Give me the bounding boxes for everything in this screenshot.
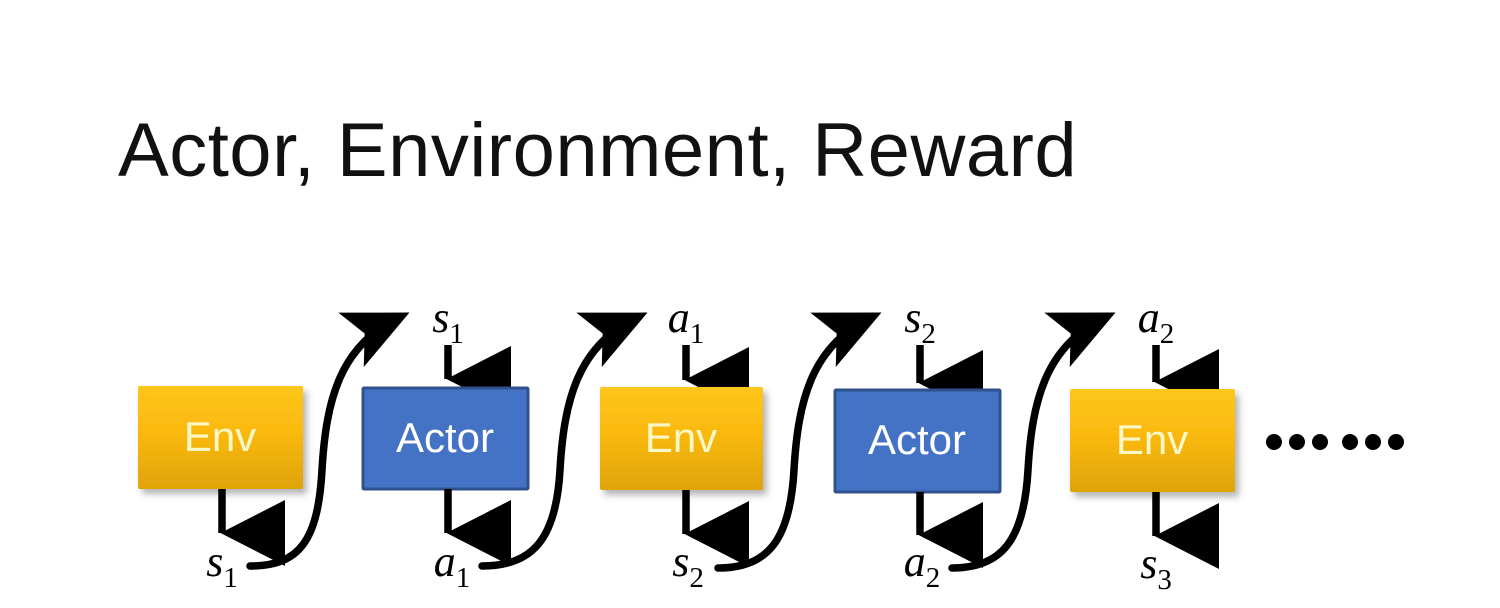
connector-a2-to-a2 (948, 312, 1116, 572)
top-label-a2: a2 (1138, 293, 1175, 350)
connector-group (246, 312, 1116, 572)
env3-label: Env (1116, 416, 1188, 463)
connector-s1-to-s1 (246, 312, 410, 570)
connector-a1-to-a1 (478, 312, 648, 570)
bottom-label-s3: s3 (1140, 539, 1172, 596)
node-env2[interactable]: Env (600, 387, 763, 490)
env1-rect[interactable] (138, 386, 303, 489)
bottom-labels: s1 a1 s2 a2 s3 (206, 537, 1172, 596)
node-env3[interactable]: Env (1070, 389, 1235, 492)
bottom-label-s1: s1 (206, 537, 238, 594)
ellipsis-dot (1266, 434, 1282, 450)
actor1-label: Actor (396, 414, 494, 461)
env1-label: Env (184, 413, 256, 460)
ellipsis-dot (1342, 434, 1358, 450)
ellipsis-dot (1289, 434, 1305, 450)
top-label-s2: s2 (904, 293, 936, 350)
down-arrows-out-of-boxes (218, 489, 1219, 569)
bottom-label-s2: s2 (672, 537, 704, 594)
page-title: Actor, Environment, Reward (118, 108, 1078, 193)
ellipsis-dot (1388, 434, 1404, 450)
env3-rect[interactable] (1070, 389, 1235, 492)
node-actor1[interactable]: Actor (361, 386, 530, 491)
bottom-label-a1: a1 (434, 537, 471, 594)
env2-label: Env (645, 414, 717, 461)
node-env1[interactable]: Env (138, 386, 303, 489)
top-label-s1: s1 (432, 293, 464, 350)
node-actor2[interactable]: Actor (833, 388, 1002, 494)
bottom-label-a2: a2 (904, 537, 941, 594)
down-arrows-into-boxes (444, 345, 1219, 416)
continuation-ellipsis-icon (1266, 434, 1404, 450)
top-label-a1: a1 (668, 293, 705, 350)
ellipsis-dot (1365, 434, 1381, 450)
top-labels: s1 a1 s2 a2 (432, 293, 1174, 350)
env2-rect[interactable] (600, 387, 763, 490)
ellipsis-dot (1312, 434, 1328, 450)
actor2-label: Actor (868, 416, 966, 463)
connector-s2-to-s2 (714, 312, 882, 572)
